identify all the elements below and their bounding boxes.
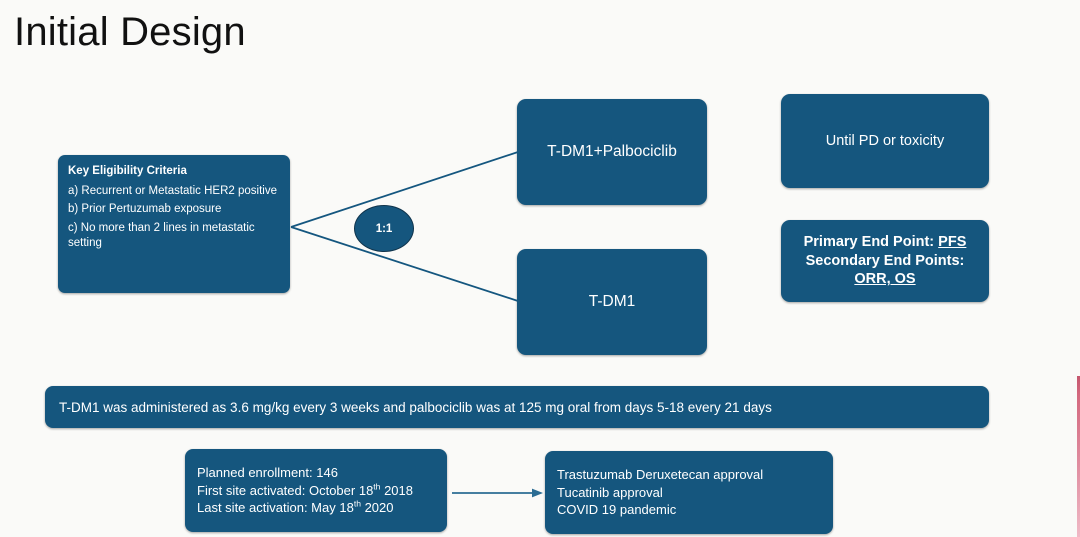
first-site-ordinal: th [373, 481, 381, 492]
eligibility-heading: Key Eligibility Criteria [68, 165, 187, 177]
arrowhead-icon [532, 488, 543, 498]
endpoints-box: Primary End Point: PFS Secondary End Poi… [781, 220, 989, 302]
external-events-box: Trastuzumab Deruxetecan approval Tucatin… [545, 451, 833, 534]
last-site-prefix: Last site activation: May 18 [197, 500, 354, 516]
eligibility-item-a: a) Recurrent or Metastatic HER2 positive [68, 184, 277, 197]
first-site-suffix: 2018 [380, 482, 413, 498]
randomization-ratio-node: 1:1 [354, 205, 414, 252]
eligibility-item-c: c) No more than 2 lines in metastatic se… [68, 221, 255, 249]
primary-endpoint-prefix: Primary End Point: [803, 234, 939, 251]
right-edge-strip [1077, 376, 1080, 537]
arm-monotherapy-box: T-DM1 [517, 249, 707, 355]
arm-combination-label: T-DM1+Palbociclib [547, 143, 677, 160]
dosing-banner-text: T-DM1 was administered as 3.6 mg/kg ever… [59, 399, 772, 415]
primary-endpoint-value: PFS [938, 234, 967, 251]
last-site-ordinal: th [353, 498, 361, 509]
arm-combination-box: T-DM1+Palbociclib [517, 99, 707, 205]
dosing-banner: T-DM1 was administered as 3.6 mg/kg ever… [45, 386, 989, 428]
treatment-duration-label: Until PD or toxicity [825, 133, 945, 149]
first-site-prefix: First site activated: October 18 [197, 482, 374, 498]
eligibility-item-b: b) Prior Pertuzumab exposure [68, 203, 222, 216]
external-event-line-2: Tucatinib approval [557, 484, 663, 500]
last-site-suffix: 2020 [360, 500, 394, 516]
external-event-line-3: COVID 19 pandemic [557, 502, 677, 518]
enrollment-line-planned: Planned enrollment: 146 [197, 465, 338, 481]
external-event-line-1: Trastuzumab Deruxetecan approval [557, 466, 764, 482]
enrollment-timeline-box: Planned enrollment: 146 First site activ… [185, 449, 447, 532]
page-title: Initial Design [14, 10, 246, 54]
secondary-endpoint-value: ORR, OS [854, 271, 916, 288]
treatment-duration-box: Until PD or toxicity [781, 94, 989, 188]
enrollment-line-first-site: First site activated: October 18th 2018 [197, 482, 439, 500]
randomization-ratio-label: 1:1 [375, 222, 393, 235]
secondary-endpoint-prefix: Secondary End Points: [805, 252, 965, 269]
secondary-endpoint-line: ORR, OS [854, 270, 915, 289]
primary-endpoint-line: Primary End Point: PFS [804, 233, 967, 252]
eligibility-criteria-box: Key Eligibility Criteria a) Recurrent or… [58, 155, 290, 293]
enrollment-line-last-site: Last site activation: May 18th 2020 [197, 499, 439, 517]
arm-monotherapy-label: T-DM1 [588, 293, 636, 310]
